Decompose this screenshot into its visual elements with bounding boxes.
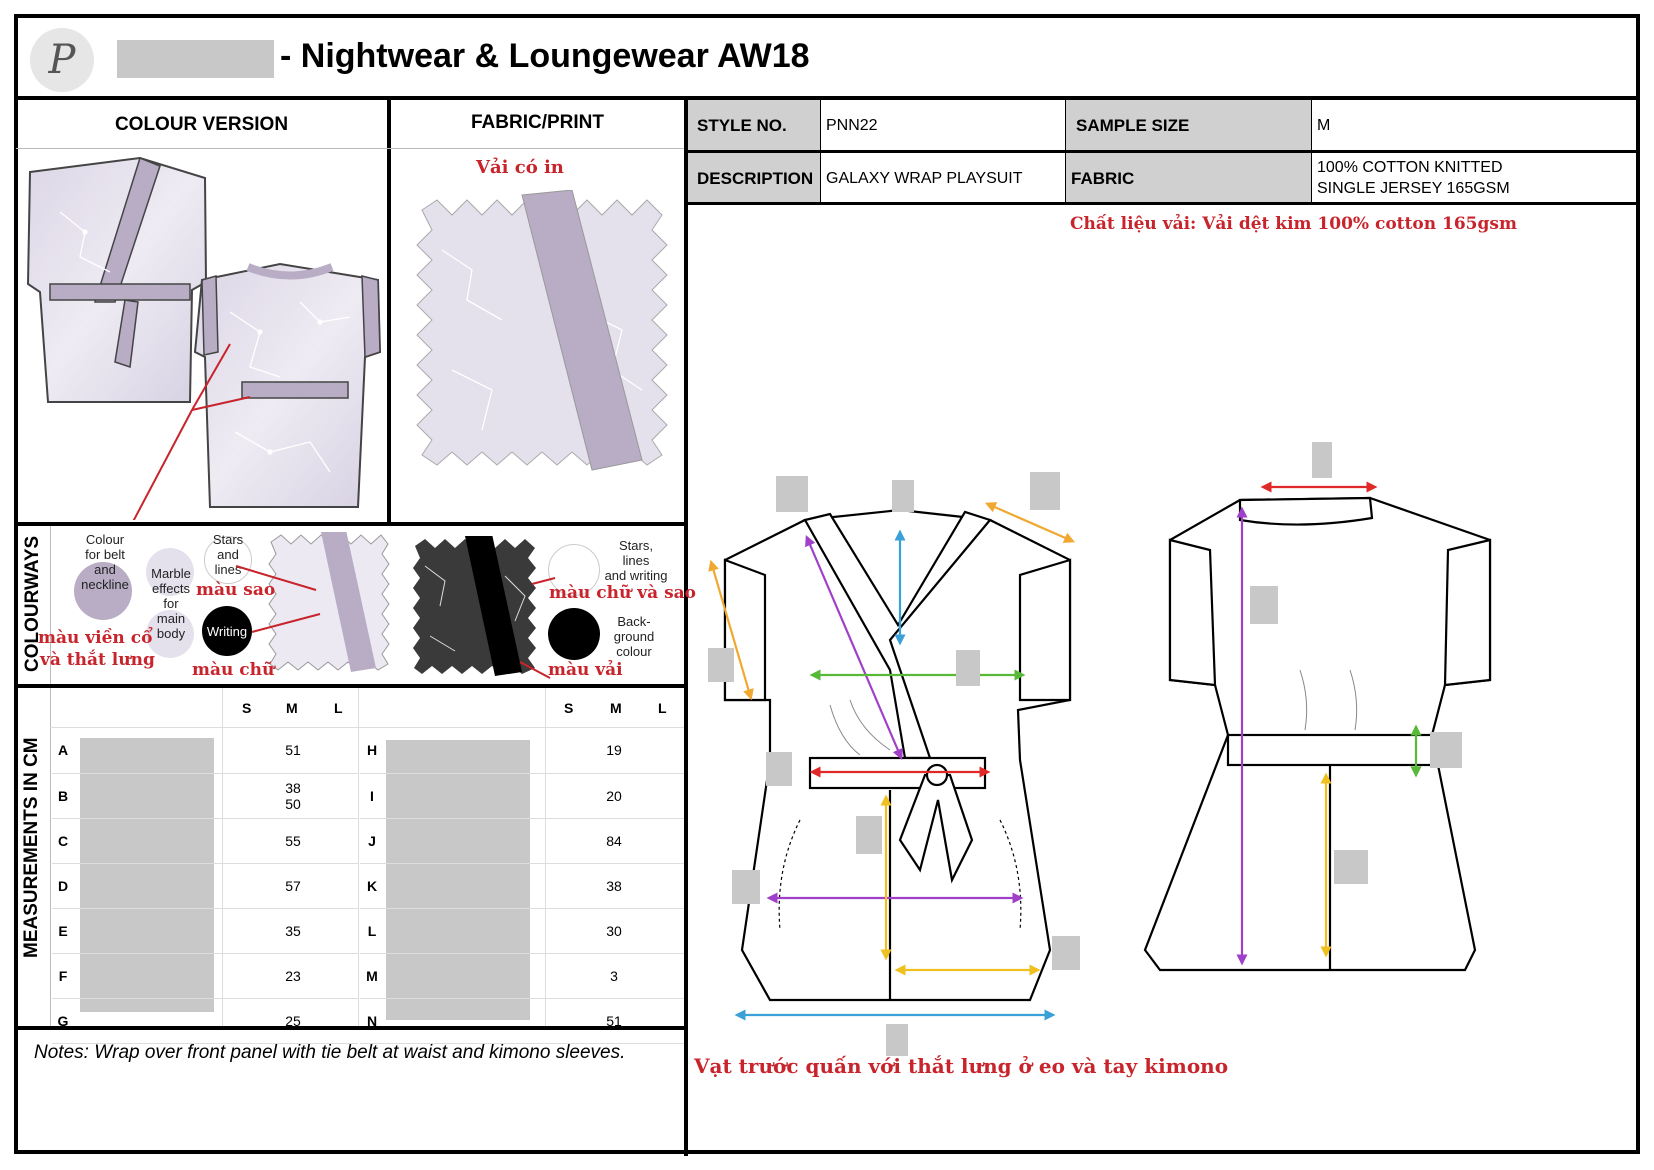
description-value: GALAXY WRAP PLAYSUIT — [826, 170, 1023, 187]
belt-neckline-swatch — [74, 562, 132, 620]
sample-size-value: M — [1317, 117, 1331, 134]
fabric-value-line2: SINGLE JERSEY 165GSM — [1317, 180, 1510, 197]
fabric-note: Chất liệu vải: Vải dệt kim 100% cotton 1… — [1070, 214, 1517, 234]
colour-version-sketch — [26, 156, 382, 520]
writing-swatch: Writing — [202, 606, 252, 656]
vn-neckline-label: màu viền cổ — [38, 628, 153, 648]
description-label: DESCRIPTION — [697, 169, 814, 188]
vn-writing-stars-label: màu chữ và sao — [549, 583, 697, 603]
spec-table: STYLE NO. PNN22 SAMPLE SIZE M DESCRIPTIO… — [688, 100, 1638, 205]
vn-fabric-label: màu vải — [548, 660, 623, 680]
brand-redaction — [117, 40, 274, 78]
notes-vn-text: Vạt trước quấn với thắt lưng ở eo và tay… — [694, 1054, 1229, 1078]
size-l-right: L — [658, 700, 667, 716]
logo: P — [30, 28, 94, 92]
background-swatch — [548, 608, 600, 660]
style-no-value: PNN22 — [826, 117, 878, 134]
size-l-left: L — [334, 700, 343, 716]
fabric-print-heading: FABRIC/PRINT — [471, 112, 604, 133]
page-title: - Nightwear & Loungewear AW18 — [280, 37, 810, 75]
technical-flat-drawing — [708, 442, 1492, 1056]
colour-version-heading: COLOUR VERSION — [114, 114, 289, 135]
marble-swatch — [146, 548, 194, 596]
notes-text: Notes: Wrap over front panel with tie be… — [34, 1042, 626, 1063]
fabric-label: FABRIC — [1071, 169, 1135, 188]
sheet-frame — [14, 14, 1640, 1154]
colourway-1-swatch — [268, 532, 390, 672]
size-m-right: M — [610, 700, 622, 716]
writing-label: Writing — [206, 623, 248, 639]
fabric-print-swatch — [416, 190, 668, 471]
logo-text: P — [48, 37, 76, 83]
size-s-left: S — [242, 700, 252, 716]
fabric-print-note: Vải có in — [476, 157, 564, 178]
size-m-left: M — [286, 700, 298, 716]
vn-stars-label: màu sao — [196, 580, 276, 600]
fabric-value-line1: 100% COTTON KNITTED — [1317, 159, 1503, 176]
stars2-swatch — [548, 544, 600, 596]
colourway-2-swatch — [413, 536, 536, 676]
size-s-right: S — [564, 700, 574, 716]
marble-swatch-2 — [146, 610, 194, 658]
vn-belt-label: và thắt lưng — [40, 650, 155, 670]
stars-swatch — [204, 536, 252, 584]
sample-size-label: SAMPLE SIZE — [1076, 116, 1190, 135]
vn-writing-label: màu chữ — [192, 660, 275, 680]
style-no-label: STYLE NO. — [697, 116, 787, 135]
colourway-pointers — [235, 565, 556, 679]
measurements-label: MEASUREMENTS IN CM — [21, 737, 42, 958]
